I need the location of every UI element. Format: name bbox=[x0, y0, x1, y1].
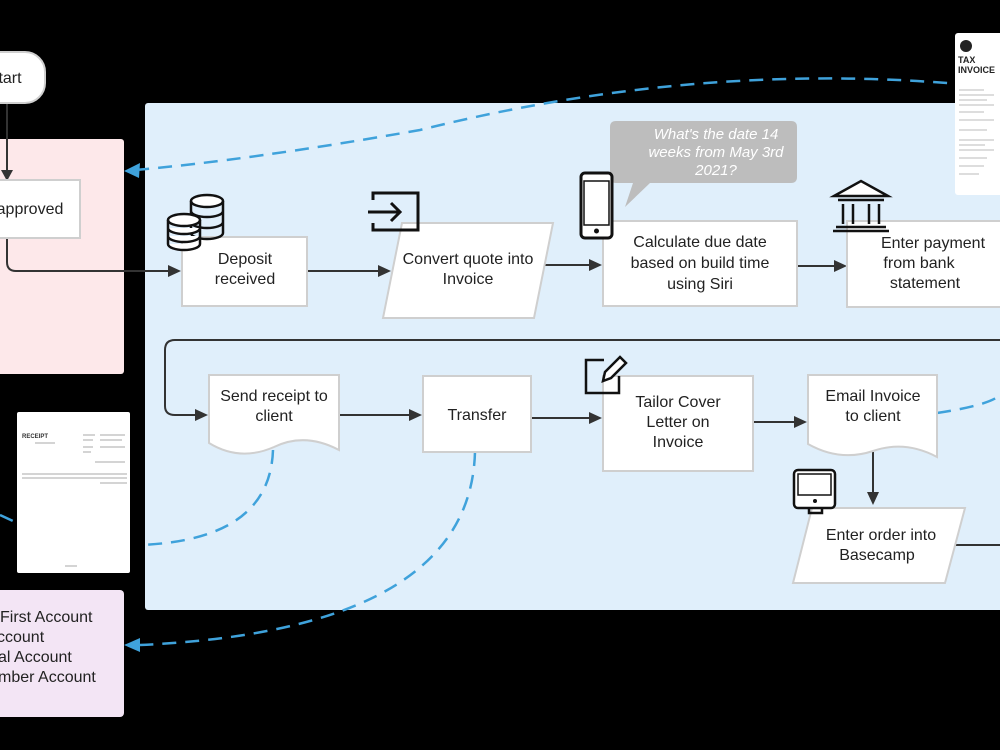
approved-step[interactable]: approved bbox=[0, 179, 81, 239]
order-label-line1: Enter order into bbox=[826, 527, 936, 544]
calculate-label-line1: Calculate due date bbox=[633, 234, 767, 251]
payment-label-line3: statement bbox=[890, 275, 961, 292]
calculate-label-line2: based on build time bbox=[631, 255, 770, 272]
edit-pencil-icon bbox=[584, 355, 628, 395]
deposit-received-step[interactable]: Deposit received bbox=[181, 236, 308, 307]
transfer-step[interactable]: Transfer bbox=[422, 375, 532, 453]
bank-icon bbox=[829, 179, 893, 233]
invoice-doc-title: TAX INVOICE bbox=[958, 55, 996, 75]
tailor-label-line3: Invoice bbox=[653, 434, 704, 451]
email-invoice-step[interactable]: Email Invoice to client bbox=[807, 374, 938, 459]
enter-payment-step[interactable]: Enter payment from bank statement bbox=[846, 220, 1000, 308]
siri-speech-bubble: What's the date 14 weeks from May 3rd 20… bbox=[610, 121, 797, 207]
tax-invoice-document[interactable]: TAX INVOICE bbox=[955, 33, 1000, 195]
tailor-label-line1: Tailor Cover bbox=[635, 394, 721, 411]
tailor-cover-letter-step[interactable]: Tailor Cover Letter on Invoice bbox=[602, 375, 754, 472]
account-1: First Account bbox=[0, 609, 93, 626]
bubble-line2: weeks from May 3rd bbox=[648, 144, 784, 161]
email-label-line1: Email Invoice bbox=[825, 388, 920, 405]
receipt-label-line1: Send receipt to bbox=[220, 388, 328, 405]
account-4: mber Account bbox=[0, 669, 96, 686]
payment-label-line1: Enter payment bbox=[881, 235, 986, 252]
monitor-icon bbox=[792, 468, 837, 515]
deposit-label-line2: received bbox=[215, 271, 275, 288]
receipt-label-line2: client bbox=[255, 408, 293, 425]
lane-purple-accounts bbox=[0, 590, 124, 717]
tailor-label-line2: Letter on bbox=[646, 414, 709, 431]
accounts-list: First Account ccount al Account mber Acc… bbox=[0, 609, 96, 686]
email-label-line2: to client bbox=[845, 408, 901, 425]
enter-arrow-icon bbox=[368, 191, 420, 232]
send-receipt-step[interactable]: Send receipt to client bbox=[208, 374, 340, 455]
start-terminator[interactable]: tart bbox=[0, 51, 46, 104]
receipt-document[interactable]: RECEIPT bbox=[17, 412, 130, 573]
convert-label-line2: Invoice bbox=[443, 271, 494, 288]
approved-label: approved bbox=[0, 201, 63, 218]
bubble-line1: What's the date 14 bbox=[654, 126, 779, 143]
bubble-line3: 2021? bbox=[694, 162, 737, 179]
enter-order-step[interactable]: Enter order into Basecamp bbox=[791, 507, 967, 584]
transfer-label: Transfer bbox=[448, 407, 508, 424]
payment-label-line2: from bank bbox=[883, 255, 955, 272]
convert-label-line1: Convert quote into bbox=[403, 251, 534, 268]
calculate-due-date-step[interactable]: Calculate due date based on build time u… bbox=[602, 220, 798, 307]
account-2: ccount bbox=[0, 629, 45, 646]
lane-pink bbox=[0, 139, 124, 374]
convert-quote-step[interactable]: Convert quote into Invoice bbox=[381, 222, 555, 319]
account-3: al Account bbox=[0, 649, 72, 666]
deposit-label-line1: Deposit bbox=[218, 251, 273, 268]
order-label-line2: Basecamp bbox=[839, 547, 915, 564]
receipt-doc-title: RECEIPT bbox=[22, 434, 48, 440]
coins-stack-icon bbox=[166, 193, 225, 252]
flow-connectors bbox=[1, 103, 1000, 546]
start-label: tart bbox=[0, 70, 22, 87]
dashed-links bbox=[0, 77, 1000, 652]
calculate-label-line3: using Siri bbox=[667, 276, 733, 293]
smartphone-icon bbox=[579, 171, 614, 240]
